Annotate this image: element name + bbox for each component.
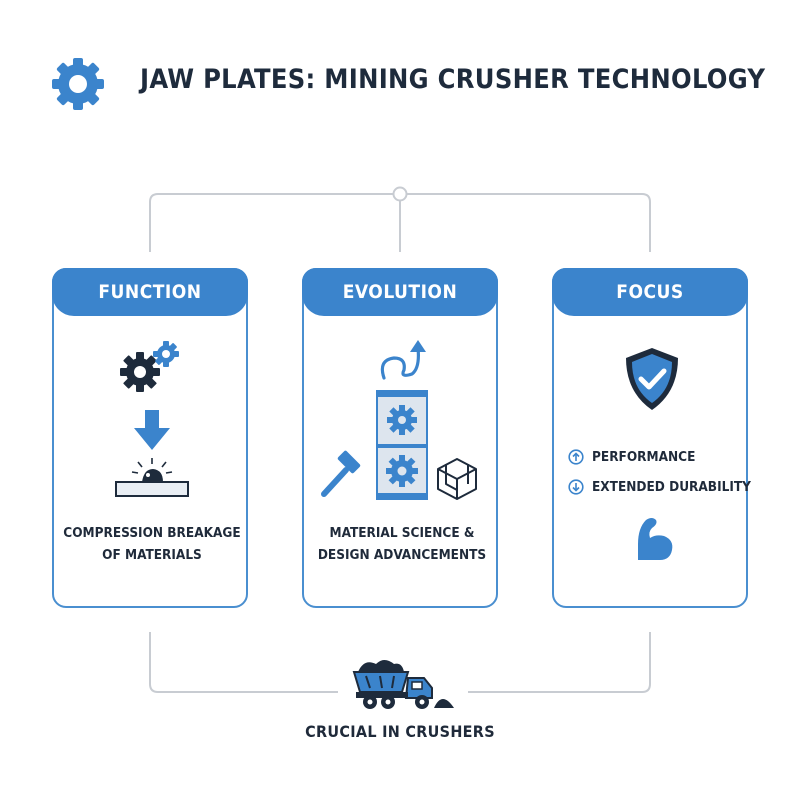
- card-evolution: EVOLUTION: [302, 268, 498, 608]
- page-title: JAW PLATES: MINING CRUSHER TECHNOLOGY: [140, 64, 766, 95]
- gear-icon: [52, 58, 104, 110]
- shield-check-icon: [626, 348, 678, 410]
- card-caption-line-1: MATERIAL SCIENCE &: [329, 525, 475, 541]
- card-heading: FOCUS: [552, 268, 748, 316]
- footer-label: CRUCIAL IN CRUSHERS: [305, 722, 495, 741]
- hammer-icon: [321, 450, 361, 497]
- gear-stack-icon: [376, 390, 428, 500]
- card-caption-line-2: DESIGN ADVANCEMENTS: [317, 547, 487, 563]
- flexed-arm-icon: [638, 518, 673, 560]
- down-arrow-circle-icon: [568, 479, 584, 495]
- dump-truck-icon: [352, 660, 454, 709]
- card-caption-line-2: OF MATERIALS: [102, 547, 202, 563]
- focus-item-label: PERFORMANCE: [592, 449, 696, 465]
- down-arrow-icon: [134, 410, 170, 450]
- rock-crush-icon: [115, 458, 189, 497]
- header: JAW PLATES: MINING CRUSHER TECHNOLOGY: [48, 50, 768, 114]
- card-caption-line-1: COMPRESSION BREAKAGE: [63, 525, 241, 541]
- gears-icon: [120, 341, 179, 392]
- card-heading: FUNCTION: [52, 268, 248, 316]
- card-focus: FOCUS PERFORMANCE EXTENDED DURABILITY: [552, 268, 751, 608]
- focus-item-performance: PERFORMANCE: [568, 446, 695, 468]
- focus-item-label: EXTENDED DURABILITY: [592, 479, 751, 495]
- card-function: FUNCTION: [52, 268, 248, 608]
- cube-icon: [437, 458, 477, 500]
- card-heading: EVOLUTION: [302, 268, 498, 316]
- curved-arrow-icon: [380, 340, 426, 380]
- connector-node: [392, 186, 408, 202]
- focus-item-durability: EXTENDED DURABILITY: [568, 476, 751, 498]
- up-arrow-circle-icon: [568, 449, 584, 465]
